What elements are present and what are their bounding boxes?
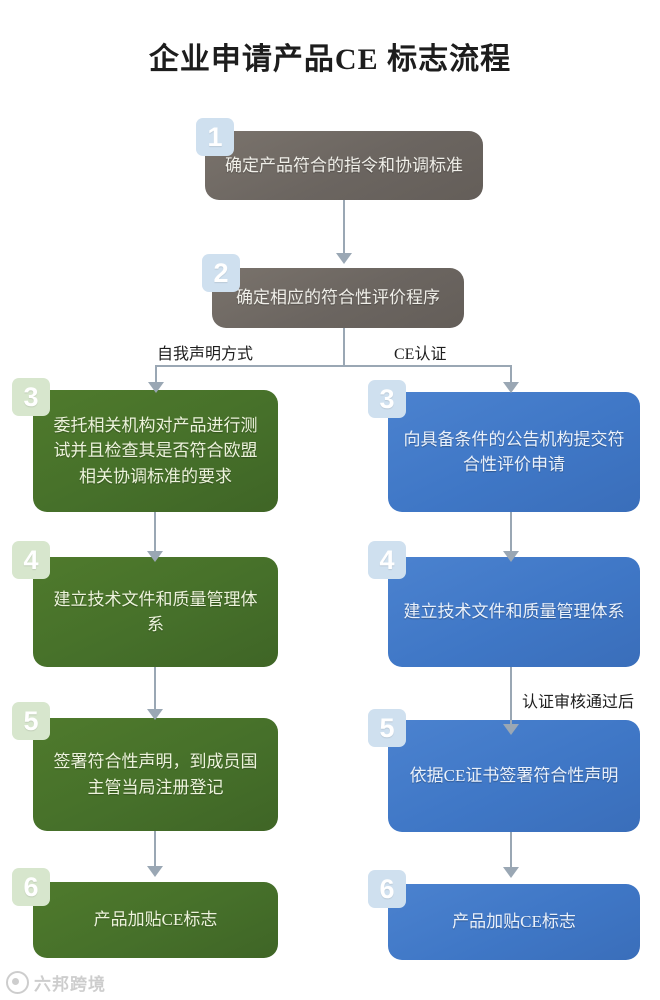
left-step-badge-3: 3 xyxy=(12,378,50,416)
left-step-badge-5: 5 xyxy=(12,702,50,740)
watermark-text: 六邦跨境 xyxy=(34,975,106,994)
left-connector-3-to-4 xyxy=(154,512,156,554)
step-badge-2: 2 xyxy=(202,254,240,292)
right-node-step-3[interactable]: 向具备条件的公告机构提交符合性评价申请 xyxy=(388,392,640,512)
camera-icon xyxy=(6,971,29,994)
right-connector-5-to-6 xyxy=(510,832,512,870)
left-step-badge-6: 6 xyxy=(12,868,50,906)
right-arrowhead-4-to-5 xyxy=(503,724,519,735)
right-node-step-5[interactable]: 依据CE证书签署符合性声明 xyxy=(388,720,640,832)
left-node-step-4-text: 建立技术文件和质量管理体系 xyxy=(53,589,258,634)
page-title: 企业申请产品CE 标志流程 xyxy=(148,43,512,76)
branch-label-left: 自我声明方式 xyxy=(157,346,254,363)
node-step-1-text: 确定产品符合的指令和协调标准 xyxy=(225,155,463,175)
step-badge-1: 1 xyxy=(196,118,234,156)
left-node-step-5-text: 签署符合性声明，到成员国主管当局注册登记 xyxy=(53,752,258,797)
branch-label-right: CE认证 xyxy=(394,346,447,363)
right-node-step-6[interactable]: 产品加贴CE标志 xyxy=(388,884,640,960)
left-node-step-4[interactable]: 建立技术文件和质量管理体系 xyxy=(33,557,278,667)
left-node-step-6-text: 产品加贴CE标志 xyxy=(93,910,218,930)
arrowhead-split-left xyxy=(148,382,164,393)
arrowhead-split-right xyxy=(503,382,519,393)
arrowhead-1-to-2 xyxy=(336,253,352,264)
branch-label-right-mid: 认证审核通过后 xyxy=(522,694,635,711)
left-connector-5-to-6 xyxy=(154,831,156,869)
left-node-step-5[interactable]: 签署符合性声明，到成员国主管当局注册登记 xyxy=(33,718,278,831)
left-node-step-3-text: 委托相关机构对产品进行测试并且检查其是否符合欧盟相关协调标准的要求 xyxy=(53,416,258,486)
right-connector-3-to-4 xyxy=(510,512,512,554)
right-node-step-5-text: 依据CE证书签署符合性声明 xyxy=(409,766,619,786)
left-node-step-3[interactable]: 委托相关机构对产品进行测试并且检查其是否符合欧盟相关协调标准的要求 xyxy=(33,390,278,512)
right-arrowhead-5-to-6 xyxy=(503,867,519,878)
left-connector-4-to-5 xyxy=(154,667,156,712)
left-node-step-6[interactable]: 产品加贴CE标志 xyxy=(33,882,278,958)
left-arrowhead-3-to-4 xyxy=(147,551,163,562)
right-node-step-4-text: 建立技术文件和质量管理体系 xyxy=(403,602,625,622)
connector-split-bar xyxy=(155,365,511,367)
right-connector-4-to-5 xyxy=(510,667,512,727)
connector-split-right-drop xyxy=(510,365,512,385)
connector-split-stem xyxy=(343,328,345,366)
left-arrowhead-4-to-5 xyxy=(147,709,163,720)
node-step-2[interactable]: 确定相应的符合性评价程序 xyxy=(212,268,464,328)
connector-1-to-2 xyxy=(343,200,345,256)
right-step-badge-6: 6 xyxy=(368,870,406,908)
node-step-2-text: 确定相应的符合性评价程序 xyxy=(236,288,440,308)
right-node-step-6-text: 产品加贴CE标志 xyxy=(452,912,576,932)
right-step-badge-5: 5 xyxy=(368,709,406,747)
connector-split-left-drop xyxy=(155,365,157,385)
right-step-badge-3: 3 xyxy=(368,380,406,418)
right-node-step-4[interactable]: 建立技术文件和质量管理体系 xyxy=(388,557,640,667)
left-step-badge-4: 4 xyxy=(12,541,50,579)
left-arrowhead-5-to-6 xyxy=(147,866,163,877)
right-step-badge-4: 4 xyxy=(368,541,406,579)
right-arrowhead-3-to-4 xyxy=(503,551,519,562)
watermark: 六邦跨境 xyxy=(6,970,106,995)
node-step-1[interactable]: 确定产品符合的指令和协调标准 xyxy=(205,131,483,200)
right-node-step-3-text: 向具备条件的公告机构提交符合性评价申请 xyxy=(403,429,625,474)
